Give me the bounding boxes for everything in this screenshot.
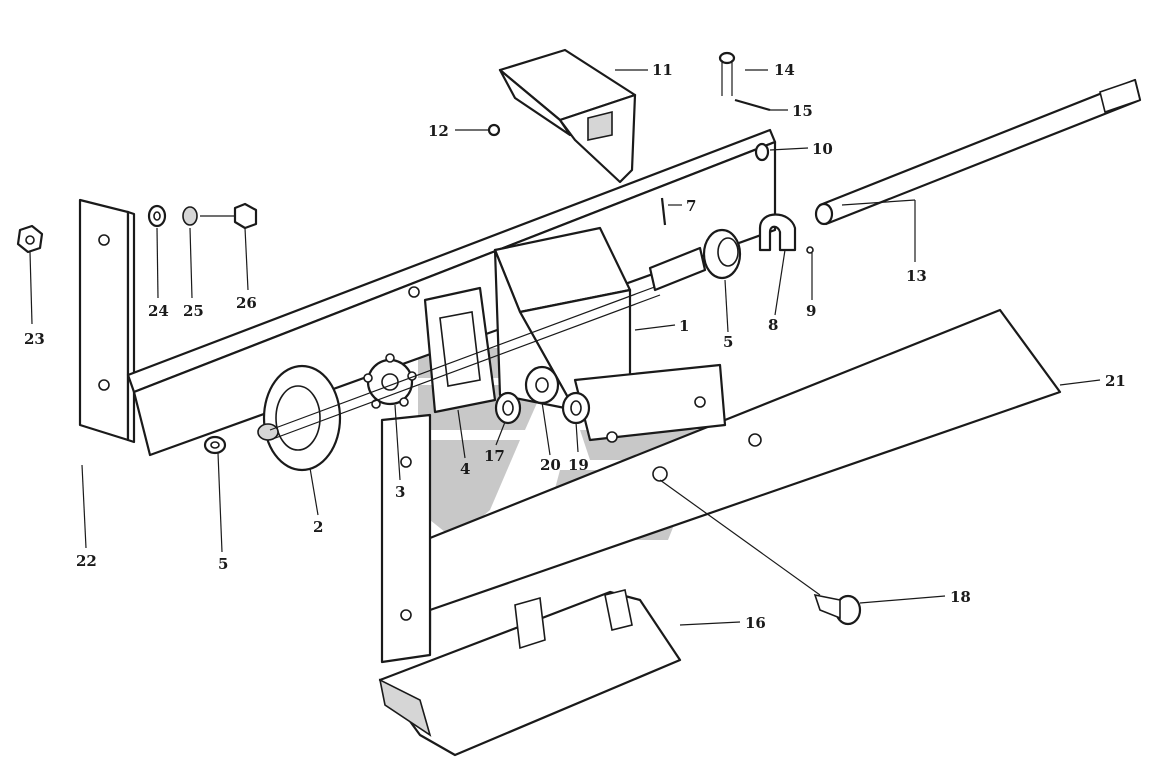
callout-7: 7 (686, 197, 696, 215)
part-8-clamp (758, 213, 797, 252)
callout-20: 20 (540, 456, 561, 474)
part-20-nut (524, 365, 560, 405)
callout-18: 18 (950, 588, 971, 606)
part-19-washer (561, 391, 591, 425)
part-4-gasket (423, 286, 497, 414)
part-5-coupling (648, 228, 742, 292)
callout-24: 24 (148, 302, 169, 320)
part-24-washer (147, 204, 167, 228)
callout-23: 23 (24, 330, 45, 348)
part-17-washer (494, 391, 522, 425)
callout-22: 22 (76, 552, 97, 570)
part-13-tube (814, 78, 1142, 226)
callout-4: 4 (460, 460, 470, 478)
part-10-bolt (754, 142, 770, 162)
callout-10: 10 (812, 140, 833, 158)
callout-9: 9 (806, 302, 816, 320)
callout-13: 13 (906, 267, 927, 285)
callout-3: 3 (395, 483, 405, 501)
callout-11: 11 (652, 61, 673, 79)
callout-17: 17 (484, 447, 505, 465)
part-22-left-bracket (78, 198, 136, 444)
part-16-bottom-channel (378, 589, 682, 757)
part-5-washer-left (203, 435, 227, 455)
callout-19: 19 (568, 456, 589, 474)
callout-21: 21 (1105, 372, 1126, 390)
callout-15: 15 (792, 102, 813, 120)
callout-26: 26 (236, 294, 257, 312)
callout-16: 16 (745, 614, 766, 632)
part-14-pin (718, 51, 736, 96)
part-15-screw (734, 98, 771, 112)
callout-labels: 11 14 15 12 10 7 13 5 8 9 1 21 4 3 2 5 2… (24, 61, 1126, 632)
part-12-screw (487, 123, 501, 137)
part-18-bolt (813, 593, 862, 626)
callout-8: 8 (768, 316, 778, 334)
callout-14: 14 (774, 61, 795, 79)
callout-2: 2 (313, 518, 323, 536)
lower-vertical-plate (380, 413, 432, 664)
part-3-sprocket (363, 353, 417, 409)
callout-5-left: 5 (218, 555, 228, 573)
part-26-nut (200, 202, 258, 230)
part-23-nut (16, 224, 44, 254)
part-25-lock-washer (182, 206, 198, 226)
part-7-pin (660, 197, 667, 226)
callout-25: 25 (183, 302, 204, 320)
part-9-screw (806, 246, 814, 254)
callout-1: 1 (679, 317, 689, 335)
callout-12: 12 (428, 122, 449, 140)
callout-5-right: 5 (723, 333, 733, 351)
drive-shaft (269, 284, 661, 441)
part-11-cover (498, 48, 637, 184)
leader-lines (29, 69, 1101, 626)
